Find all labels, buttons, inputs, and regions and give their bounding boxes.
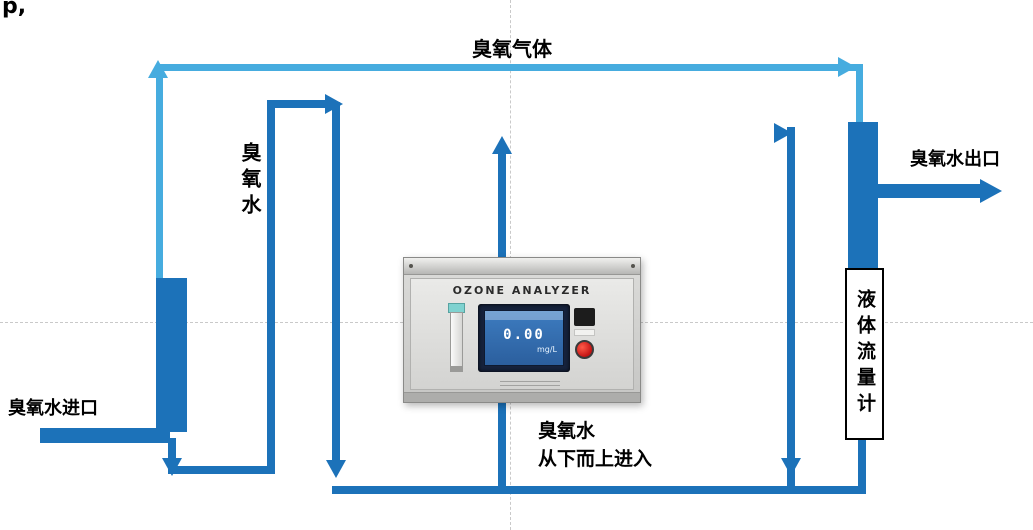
ozone-water-inlet-label: 臭氧水进口 xyxy=(8,398,98,419)
left-contact-column xyxy=(156,278,187,432)
power-button xyxy=(575,340,594,359)
gas-right-arrow-icon xyxy=(838,57,856,77)
flow-meter-inlet-pipe xyxy=(858,440,866,490)
fine-print-line xyxy=(500,385,560,386)
outlet-right-arrow-icon xyxy=(980,179,1002,203)
crop-artifact-text: p, xyxy=(2,0,27,19)
ozone-water-label: 臭氧水 xyxy=(238,142,262,220)
outlet-pipe xyxy=(876,184,982,198)
bottom-pipe-main xyxy=(332,486,866,494)
gas-drop-pipe xyxy=(856,64,863,126)
screen-header-bar xyxy=(485,311,563,320)
ozone-analyzer-panel: OZONE ANALYZER 0.00 mg/L xyxy=(403,257,641,403)
riser-pipe xyxy=(267,100,275,474)
concentration-readout: 0.00 xyxy=(503,327,545,343)
label-sticker xyxy=(574,329,595,336)
analyzer-title: OZONE ANALYZER xyxy=(452,284,592,297)
bottom-note-label: 臭氧水 从下而上进入 xyxy=(538,417,652,473)
fine-print-line xyxy=(500,381,560,382)
transfer-pipe-top xyxy=(267,100,327,108)
readout-unit: mg/L xyxy=(536,345,557,354)
sample-tube-base xyxy=(450,366,463,372)
gas-riser-pipe xyxy=(156,78,163,280)
fine-print-text-block xyxy=(500,378,560,393)
panel-top-strip xyxy=(404,258,640,275)
inlet-pipe xyxy=(40,428,170,443)
bottom-pipe-left xyxy=(168,466,275,474)
ozone-gas-label: 臭氧气体 xyxy=(472,37,552,61)
power-connector xyxy=(574,308,595,326)
display-bezel: 0.00 mg/L xyxy=(478,304,570,372)
ozone-water-outlet-label: 臭氧水出口 xyxy=(910,149,1000,170)
bottom-note-line1: 臭氧水 xyxy=(538,420,596,442)
fine-print-line xyxy=(500,389,560,390)
panel-bottom-strip xyxy=(404,392,640,402)
drop-pipe xyxy=(332,102,340,462)
flow-meter-box: 液体流量计 xyxy=(845,268,884,440)
display-screen: 0.00 mg/L xyxy=(484,310,564,366)
right-contact-column xyxy=(848,122,878,270)
feed-up-arrow-icon xyxy=(492,136,512,154)
flow-meter-label: 液体流量计 xyxy=(854,289,876,419)
gas-top-pipe xyxy=(156,64,863,71)
return-right-arrow-icon xyxy=(774,123,792,143)
screw-icon xyxy=(409,264,413,268)
bottom-note-line2: 从下而上进入 xyxy=(538,448,653,470)
sample-flow-tube xyxy=(450,312,463,368)
return-riser-pipe xyxy=(787,127,795,486)
return-down-arrow-icon xyxy=(781,458,801,476)
screw-icon xyxy=(631,264,635,268)
drop-down-arrow-icon xyxy=(326,460,346,478)
column-drain-pipe xyxy=(168,438,176,462)
